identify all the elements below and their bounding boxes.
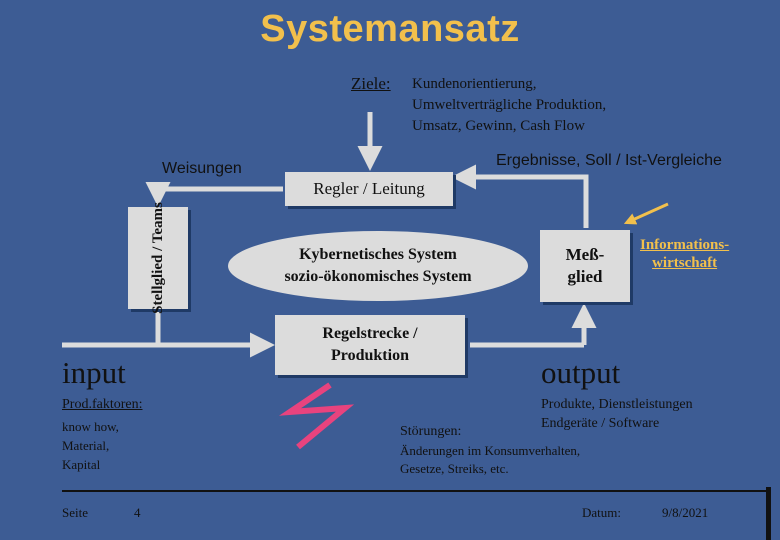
output-item: Produkte, Dienstleistungen [541,397,693,412]
ziele-label: Ziele: [351,74,391,93]
ziele-line: Umweltverträgliche Produktion, [412,97,607,113]
regler-label: Regler / Leitung [313,179,425,198]
footer-divider-line [62,490,770,492]
output-label: output [541,355,621,390]
regelstrecke-box: Regelstrecke / Produktion [275,315,465,375]
input-item: Material, [62,438,110,453]
system-line-1: Kybernetisches System [299,246,457,263]
output-item: Endgeräte / Software [541,416,660,431]
messglied-box: Meß- glied [540,230,630,302]
weisungen-label: Weisungen [162,160,242,177]
system-line-2: sozio-ökonomisches System [284,268,472,285]
ziele-line: Kundenorientierung, [412,76,537,92]
footer-vertical-bar [766,487,771,540]
input-subtitle: Prod.faktoren: [62,397,143,412]
messglied-line-1: Meß- [565,245,605,264]
input-item: know how, [62,419,119,434]
informationswirtschaft-label: Informations- wirtschaft [640,236,729,272]
input-label: input [62,355,126,390]
stoerungen-label: Störungen: [400,424,462,439]
ziele-line: Umsatz, Gewinn, Cash Flow [412,118,585,134]
regelstrecke-line-2: Produktion [331,347,409,364]
regler-box: Regler / Leitung [285,172,453,206]
seite-value: 4 [134,505,141,520]
info-line-2: wirtschaft [652,255,718,271]
ergebnisse-label: Ergebnisse, Soll / Ist-Vergleiche [496,152,722,169]
stellglied-box: Stellglied / Teams [128,202,188,314]
stoerungen-lightning-icon [278,382,355,450]
stoerungen-item: Änderungen im Konsumverhalten, [400,443,581,458]
input-item: Kapital [62,457,101,472]
regelstrecke-line-1: Regelstrecke / [322,325,418,342]
informationswirtschaft-arrow [623,202,669,225]
seite-label: Seite [62,505,88,520]
system-ellipse: Kybernetisches System sozio-ökonomisches… [228,231,528,301]
info-line-1: Informations- [640,237,730,253]
datum-label: Datum: [582,505,621,520]
messglied-line-2: glied [567,267,603,286]
page-title: Systemansatz [260,8,520,50]
stoerungen-item: Gesetze, Streiks, etc. [400,461,509,476]
weisungen-arrow [145,182,283,208]
datum-value: 9/8/2021 [662,505,709,520]
feedback-arrow [450,164,589,228]
stellglied-label: Stellglied / Teams [150,202,166,314]
